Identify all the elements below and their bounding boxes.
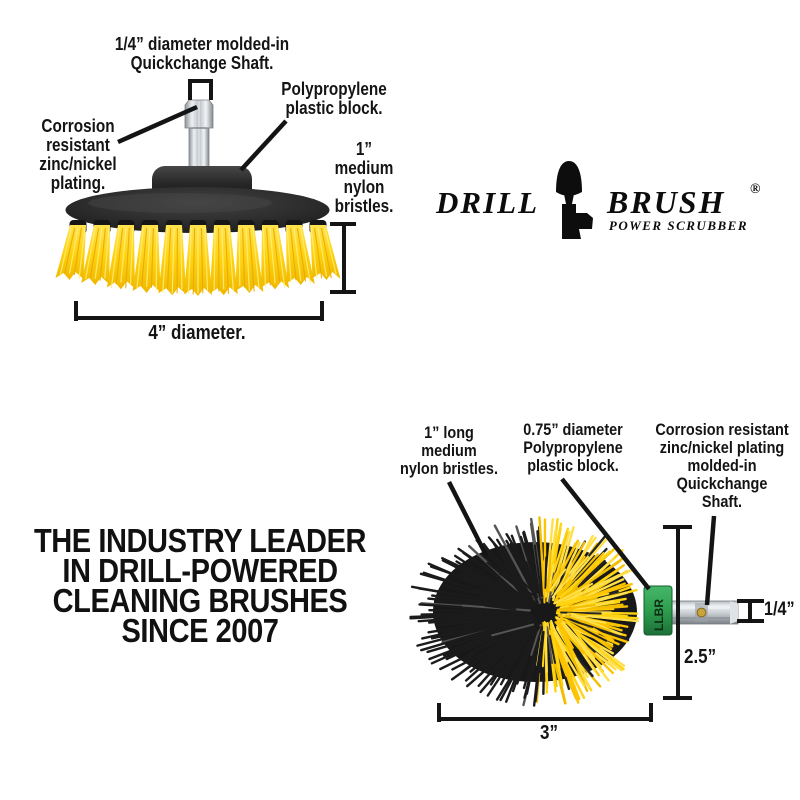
flat-brush-image [55,99,341,296]
cone-brush-bristles [409,516,639,707]
callout-cone-block: 0.75” diameter Polypropylene plastic blo… [523,420,623,476]
headline: THE INDUSTRY LEADER IN DRILL-POWERED CLE… [33,522,367,649]
cone-brush-image: LLBR [409,516,739,707]
dimension-label-flat-diameter: 4” diameter. [148,322,246,344]
logo-word-drill: DRILL [436,185,539,220]
dimension-label-cone-height: 2.5” [684,646,717,668]
cone-brush-collar: LLBR [643,585,673,636]
callout-flat-block: Polypropylene plastic block. [281,79,387,119]
callout-cone-bristles: 1” long medium nylon bristles. [400,423,498,479]
flat-brush-base-highlight [88,193,272,213]
dimension-label-cone-width: 3” [540,722,558,744]
brand-logo: DRILL BRUSH ® POWER SCRUBBER [425,152,785,247]
logo-word-brush: BRUSH [607,184,726,220]
registered-trademark-icon: ® [750,182,761,197]
drill-icon [556,161,593,239]
callout-flat-plating: Corrosion resistant zinc/nickel plating. [39,116,117,194]
callout-flat-shaft: 1/4” diameter molded-in Quickchange Shaf… [114,34,290,74]
dimension-label-cone-shaft: 1/4” [764,599,795,620]
flat-brush-shaft-metal [184,99,214,173]
cone-brush-shaft-metal [671,600,739,625]
callout-flat-bristles: 1” medium nylon bristles. [334,139,394,217]
logo-tagline: POWER SCRUBBER [608,218,748,233]
flat-brush-bristles [55,220,341,296]
collar-printed-text: LLBR [652,599,666,631]
callout-cone-shaft: Corrosion resistant zinc/nickel plating … [655,420,789,512]
